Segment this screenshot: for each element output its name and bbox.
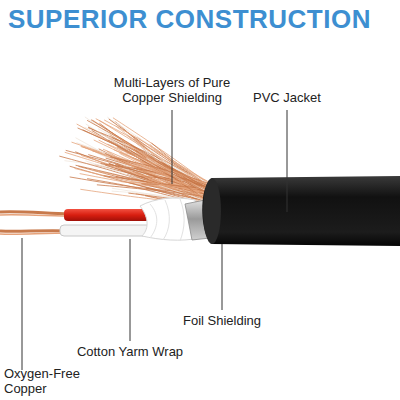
part-label: PVC Jacket [253,90,321,106]
part-label: Foil Shielding [183,313,261,329]
copper-fiber [126,153,214,187]
leader-line [22,238,23,370]
part-label: Multi-Layers of Pure Copper Shielding [97,75,247,106]
pvc-jacket [202,176,400,246]
leader-line [172,110,173,184]
cotton-yarn-texture [150,199,184,241]
part-label: Oxygen-Free Copper [4,366,84,397]
copper-fiber [157,161,214,189]
copper-fiber [91,120,205,187]
leader-line [130,239,131,341]
copper-fiber [96,119,214,185]
copper-fiber [86,161,206,201]
copper-shielding-fibers [59,117,215,206]
title: SUPERIOR CONSTRUCTION [8,4,371,35]
leader-line [222,244,223,310]
leader-line [287,110,288,212]
copper-fiber [92,130,214,198]
copper-fiber [83,130,208,193]
copper-fiber [104,120,207,185]
copper-fiber [147,181,213,199]
copper-fiber [103,149,210,195]
leader-lines [22,110,287,370]
part-label: Cotton Yarm Wrap [77,344,183,360]
jacket-end [203,178,221,244]
